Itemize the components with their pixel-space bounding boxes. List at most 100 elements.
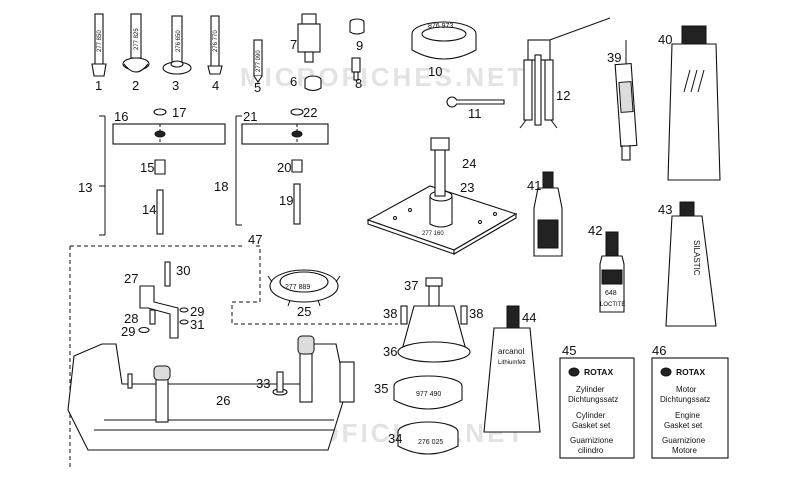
group-47-frame [69, 245, 398, 470]
stamp-2: 277 825 [134, 28, 140, 50]
callout-19: 19 [279, 193, 293, 208]
callout-6: 6 [290, 74, 297, 89]
punch-2: 277 825 [122, 13, 150, 73]
punch-1: 277 850 [91, 13, 107, 77]
callout-18: 18 [214, 179, 228, 194]
callout-38-left: 38 [383, 306, 397, 321]
fixture-26 [67, 335, 355, 451]
tube-43-label: SILASTIC [692, 240, 701, 276]
callout-17: 17 [172, 105, 186, 120]
callout-11: 11 [468, 106, 482, 121]
bracket-27 [138, 261, 189, 339]
callout-31: 31 [190, 317, 204, 332]
stamp-4: 276 770 [213, 30, 219, 52]
tube-44-text: Lithiumfett [498, 360, 526, 366]
adhesive-bottle-41 [533, 171, 563, 257]
callout-41: 41 [527, 178, 541, 193]
gasket-45-line6: cilindro [578, 446, 604, 455]
gasket-46-line3: Engine [675, 411, 700, 420]
callout-29-right: 29 [190, 304, 204, 319]
callout-25: 25 [297, 304, 311, 319]
gasket-46-line4: Gasket set [664, 421, 703, 430]
bottle-42-number: 648 [605, 290, 617, 297]
ring-35: 977 490 [393, 375, 463, 410]
ring-nut-25: 277 889 [267, 269, 341, 307]
screw-33 [272, 371, 288, 396]
callout-14: 14 [142, 202, 156, 217]
callout-33: 33 [256, 376, 270, 391]
callout-15: 15 [140, 160, 154, 175]
ring-tool-10: 876 973 [411, 21, 477, 60]
callout-23: 23 [460, 180, 474, 195]
gasket-set-46: ROTAX Motor Dichtungssatz Engine Gasket … [651, 357, 729, 459]
callout-39: 39 [607, 50, 621, 65]
grease-syringe-39 [614, 40, 638, 161]
tube-44-brand: arcanol [498, 347, 524, 356]
tube-40 [667, 25, 721, 181]
callout-10: 10 [428, 64, 442, 79]
extractor-7 [297, 13, 321, 63]
callout-2: 2 [132, 78, 139, 93]
gasket-45-line5: Guarnizione [570, 436, 614, 445]
gasket-46-line1: Motor [676, 385, 697, 394]
callout-1: 1 [95, 78, 102, 93]
base-plate-23: 277 160 [366, 137, 518, 255]
gasket-46-line6: Motore [672, 446, 697, 455]
grease-tube-44: arcanol Lithiumfett [483, 305, 541, 433]
callout-27: 27 [124, 271, 138, 286]
screw-8 [351, 57, 361, 81]
callout-16: 16 [114, 109, 128, 124]
gasket-45-line3: Cylinder [576, 411, 606, 420]
callout-5: 5 [254, 80, 261, 95]
callout-44: 44 [522, 310, 536, 325]
bushing-9 [349, 18, 365, 35]
tool-13 [99, 108, 226, 236]
callout-40: 40 [658, 32, 672, 47]
callout-28: 28 [124, 311, 138, 326]
sealant-tube-43: SILASTIC [665, 201, 717, 327]
callout-7: 7 [290, 37, 297, 52]
callout-22: 22 [303, 105, 317, 120]
callout-46: 46 [652, 343, 666, 358]
callout-34: 34 [388, 431, 402, 446]
adhesive-bottle-42: 648 LOCTITE [599, 231, 625, 313]
callout-38-right: 38 [469, 306, 483, 321]
gasket-45-line2: Dichtungssatz [568, 395, 618, 404]
stamp-23: 277 160 [422, 231, 444, 237]
callout-30: 30 [176, 263, 190, 278]
callout-37: 37 [404, 278, 418, 293]
punch-4: 276 770 [207, 15, 223, 75]
watermark-top: MICROFICHES.NET [240, 62, 526, 92]
gasket-46-line2: Dichtungssatz [660, 395, 710, 404]
callout-35: 35 [374, 381, 388, 396]
stamp-1: 277 850 [97, 30, 103, 52]
callout-36: 36 [383, 344, 397, 359]
puller-12 [519, 17, 611, 129]
callout-45: 45 [562, 343, 576, 358]
callout-8: 8 [355, 76, 362, 91]
puller-36 [397, 277, 471, 363]
gasket-set-45: ROTAX Zylinder Dichtungssatz Cylinder Ga… [559, 357, 635, 459]
callout-9: 9 [356, 38, 363, 53]
callout-42: 42 [588, 223, 602, 238]
callout-47: 47 [248, 232, 262, 247]
callout-13: 13 [78, 180, 92, 195]
ring-34: 276 025 [397, 421, 459, 455]
stamp-5: 277 090 [256, 50, 262, 72]
stamp-3: 276 650 [176, 30, 182, 52]
callout-24: 24 [462, 156, 476, 171]
stamp-10: 876 973 [428, 23, 453, 30]
callout-20: 20 [277, 160, 291, 175]
gasket-46-brand: ROTAX [676, 367, 705, 377]
callout-29-left: 29 [121, 324, 135, 339]
callout-3: 3 [172, 78, 179, 93]
bottle-42-brand: LOCTITE [600, 302, 625, 308]
callout-26: 26 [216, 393, 230, 408]
callout-4: 4 [212, 78, 219, 93]
callout-12: 12 [556, 88, 570, 103]
stamp-35: 977 490 [416, 391, 441, 398]
pin-wrench-11 [446, 96, 505, 108]
gasket-45-line1: Zylinder [576, 385, 605, 394]
